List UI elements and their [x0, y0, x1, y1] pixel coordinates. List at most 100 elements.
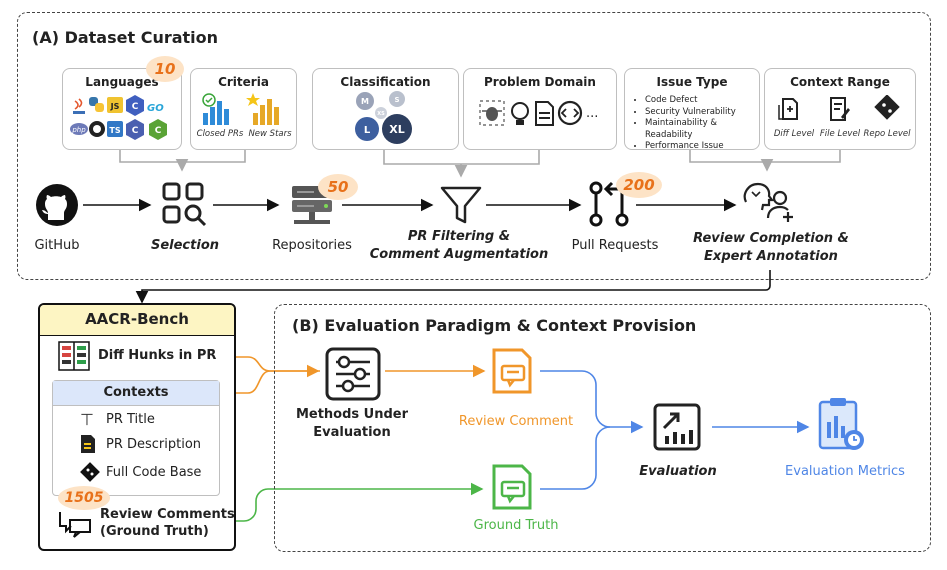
- filter-funnel-icon: [440, 186, 482, 224]
- review-line2: Expert Annotation: [704, 249, 838, 264]
- arrow-ground-truth-to-gt-node: [234, 482, 484, 522]
- document-icon: [535, 101, 554, 126]
- review-bracket: [689, 150, 841, 170]
- closed-prs-label: Closed PRs: [196, 129, 244, 139]
- review-comments-line1: Review Comments: [100, 507, 235, 522]
- svg-text:C: C: [132, 102, 139, 112]
- review-completion-label: Review Completion & Expert Annotation: [682, 230, 860, 266]
- ground-truth-document-icon: [492, 464, 532, 510]
- svg-text:C: C: [155, 126, 162, 136]
- issue-type-card: Issue Type Code Defect Security Vulnerab…: [624, 68, 760, 153]
- contexts-title: Contexts: [103, 385, 169, 400]
- c-icon: C: [126, 119, 144, 140]
- languages-title: Languages: [85, 75, 159, 89]
- problem-domain-card: Problem Domain ...: [463, 68, 617, 150]
- dataset-curation-panel: [17, 12, 931, 280]
- pr-filtering-label: PR Filtering & Comment Augmentation: [364, 228, 554, 264]
- aacr-bench-title: AACR-Bench: [85, 310, 189, 328]
- selection-label: Selection: [150, 238, 219, 253]
- github-label: GitHub: [34, 238, 80, 253]
- js-chip-label: JS: [110, 102, 120, 111]
- go-chip-label: GO: [147, 103, 164, 114]
- diff-level-label: Diff Level: [773, 129, 815, 139]
- expert-annotators-icon: [743, 182, 793, 222]
- rust-icon: [89, 121, 105, 137]
- new-stars-icon: [246, 93, 279, 125]
- diff-level-icon: [778, 98, 798, 120]
- repositories-label: Repositories: [272, 238, 352, 253]
- file-level-icon: [830, 97, 850, 121]
- git-repository-icon: [80, 462, 100, 482]
- size-l-label: L: [364, 125, 371, 136]
- python-icon: [89, 97, 104, 112]
- context-full-code-base-row: Full Code Base: [80, 462, 220, 484]
- size-xs-label: XS: [377, 111, 385, 117]
- review-comments-count-badge: 1505: [58, 486, 110, 510]
- context-range-card: Context Range Diff Level File Level Repo…: [764, 68, 916, 150]
- issue-type-item: Maintainability & Readability: [645, 118, 759, 141]
- php-chip-label: php: [71, 126, 86, 134]
- file-level-label: File Level: [819, 129, 861, 139]
- csharp-icon: C: [149, 119, 167, 140]
- context-pr-title-row: ⊤ PR Title: [80, 410, 210, 430]
- cpp-icon: C: [126, 95, 144, 116]
- lightbulb-icon: [511, 102, 529, 125]
- review-comment-label: Review Comment: [458, 414, 574, 429]
- arrow-review-to-bench: [135, 270, 771, 304]
- repo-level-label: Repo Level: [863, 129, 911, 139]
- pull-requests-count-badge: 200: [616, 172, 662, 198]
- methods-line2: Evaluation: [313, 425, 391, 440]
- description-document-icon: [81, 435, 95, 453]
- title-text-icon: ⊤: [80, 410, 94, 429]
- criteria-title: Criteria: [218, 75, 269, 89]
- issue-type-item: Code Defect: [645, 95, 759, 107]
- svg-text:C: C: [132, 126, 139, 136]
- arrow-contexts-to-methods: [234, 370, 271, 394]
- context-range-icons: [778, 95, 900, 121]
- ground-truth-label: Ground Truth: [473, 518, 559, 533]
- selection-grid-search-icon: [162, 182, 207, 227]
- repo-level-git-icon: [874, 95, 900, 120]
- evaluation-metrics-label: Evaluation Metrics: [785, 464, 905, 479]
- classification-title: Classification: [340, 75, 431, 89]
- arrow-ground-truth-to-evaluation: [540, 426, 611, 490]
- repositories-count-badge: 50: [318, 174, 358, 200]
- context-pr-description-row: PR Description: [80, 434, 220, 456]
- ts-chip-label: TS: [109, 126, 120, 135]
- diff-hunks-icon: [58, 341, 90, 371]
- chat-bubbles-icon: [59, 512, 91, 538]
- bug-icon: [479, 100, 505, 126]
- size-m-label: M: [361, 97, 369, 106]
- dataset-curation-title: (A) Dataset Curation: [32, 28, 219, 47]
- classification-card: Classification M S XS L XL: [312, 68, 459, 150]
- context-pr-description-label: PR Description: [106, 437, 202, 452]
- criteria-card: Criteria Closed PRs New Stars: [190, 68, 297, 150]
- contexts-title-bar: [53, 381, 219, 406]
- closed-prs-icon: [202, 93, 229, 125]
- issue-type-item: Performance Issue: [645, 141, 759, 153]
- problem-domain-title: Problem Domain: [484, 75, 596, 89]
- problem-domain-icons: ...: [479, 100, 598, 126]
- review-comments-line2: (Ground Truth): [100, 524, 209, 539]
- filtering-bracket: [383, 150, 540, 176]
- size-classification-bubbles: M S XS L XL: [355, 91, 412, 144]
- context-pr-title-label: PR Title: [106, 412, 155, 427]
- more-domains-ellipsis: ...: [586, 106, 598, 121]
- evaluation-paradigm-panel: [274, 304, 931, 552]
- diff-hunks-label: Diff Hunks in PR: [98, 348, 217, 363]
- issue-type-item: Security Vulnerability: [645, 107, 759, 119]
- review-comments-label: Review Comments (Ground Truth): [100, 506, 235, 540]
- new-stars-label: New Stars: [248, 129, 292, 139]
- aacr-bench-title-bar: [40, 305, 234, 336]
- evaluation-chart-icon: [653, 403, 701, 451]
- pull-requests-label: Pull Requests: [571, 238, 659, 253]
- issue-type-list: Code Defect Security Vulnerability Maint…: [625, 95, 759, 153]
- php-icon: [70, 123, 88, 135]
- pr-filtering-line1: PR Filtering &: [407, 229, 511, 244]
- context-range-title: Context Range: [790, 75, 890, 89]
- size-s-label: S: [394, 96, 399, 104]
- methods-sliders-icon: [325, 347, 381, 401]
- methods-under-evaluation-label: Methods Under Evaluation: [292, 406, 412, 442]
- evaluation-label: Evaluation: [639, 464, 717, 479]
